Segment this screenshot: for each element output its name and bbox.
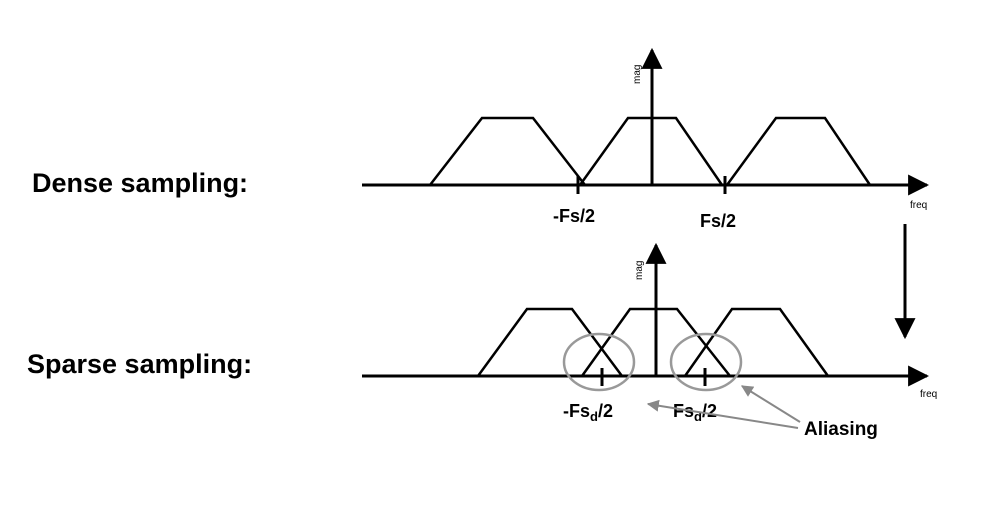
dense-tick-right-label: Fs/2 (700, 211, 736, 231)
dense-tick-left-label: -Fs/2 (553, 206, 595, 226)
aliasing-annotation: Aliasing (646, 385, 878, 440)
aliasing-arrow-to-right-circle (740, 385, 801, 423)
sparse-spectrum-center (580, 307, 731, 377)
sparse-x-axis-label: freq (920, 389, 937, 400)
aliasing-label: Aliasing (804, 419, 878, 440)
dense-y-axis-label: mag (632, 65, 643, 84)
aliasing-circle-left (562, 332, 636, 392)
sparse-spectrum-right (683, 307, 830, 377)
sparse-y-axis-label: mag (634, 261, 645, 280)
sparse-tick-left-sub: d (590, 409, 598, 424)
sparse-tick-right-tail: /2 (702, 401, 717, 421)
dense-sampling-label: Dense sampling: (32, 168, 249, 198)
dense-plot: mag freq -Fs/2 Fs/2 (362, 47, 930, 231)
dense-spectrum-center (578, 116, 724, 186)
sparse-tick-left-tail: /2 (598, 401, 613, 421)
dense-spectrum-right (725, 116, 872, 186)
sparse-tick-right-main: Fs (673, 401, 694, 421)
sparse-tick-right-label: Fsd/2 (673, 401, 717, 424)
dense-spectrum-left (429, 116, 586, 186)
sparse-plot: mag freq -Fsd/2 Fsd/2 (362, 242, 937, 424)
sparse-tick-right-sub: d (694, 409, 702, 424)
sparse-sampling-label: Sparse sampling: (27, 349, 253, 379)
dense-x-axis-label: freq (910, 200, 927, 211)
sparse-spectrum-left (476, 307, 624, 377)
sparse-tick-left-main: -Fs (563, 401, 590, 421)
aliasing-circle-right (669, 332, 743, 392)
sparse-tick-left-label: -Fsd/2 (563, 401, 613, 424)
aliasing-arrow-to-left-circle (646, 399, 799, 429)
